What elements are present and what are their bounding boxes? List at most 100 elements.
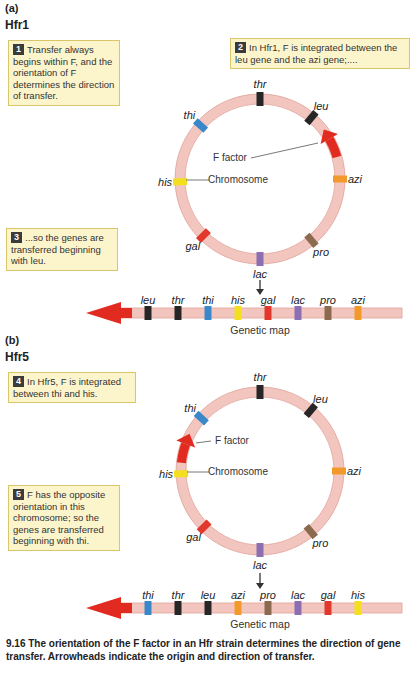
- callout-text: F has the opposite orientation in this c…: [13, 489, 105, 546]
- map-gene-label: pro: [320, 295, 336, 306]
- gene-label: his: [158, 177, 172, 188]
- gene-mark: [257, 385, 264, 399]
- pointer-label: Chromosome: [208, 175, 268, 185]
- gene-mark: [193, 118, 208, 133]
- leader-line: [251, 143, 318, 158]
- gene-label: pro: [312, 538, 328, 549]
- map-gene-mark: [145, 306, 152, 320]
- chromosome-ring: [175, 94, 345, 264]
- gene-label: lac: [253, 269, 267, 280]
- gene-mark: [304, 110, 318, 125]
- map-gene-label: leu: [141, 295, 156, 306]
- map-title: Genetic map: [230, 619, 290, 630]
- callout-box: 3...so the genes are transferred beginni…: [6, 228, 118, 271]
- map-gene-label: his: [231, 295, 245, 306]
- f-factor-segment: [181, 444, 185, 463]
- ring-edge: [185, 104, 335, 254]
- leader-line: [196, 441, 211, 443]
- ring-edge: [176, 387, 344, 555]
- gene-label: thi: [184, 110, 196, 121]
- map-gene-label: pro: [260, 590, 276, 601]
- map-gene-mark: [325, 601, 332, 615]
- gene-label: thi: [184, 403, 196, 414]
- ring-edge: [175, 94, 345, 264]
- map-gene-label: leu: [201, 590, 216, 601]
- callout-box: 5F has the opposite orientation in this …: [8, 485, 120, 551]
- map-gene-mark: [145, 601, 152, 615]
- callout-box: 1Transfer always begins within F, and th…: [8, 40, 120, 106]
- callout-text: In Hfr1, F is integrated between the leu…: [235, 42, 397, 65]
- gene-label: leu: [314, 101, 329, 112]
- gene-label: thr: [254, 372, 267, 383]
- pointer-label: F factor: [213, 153, 247, 163]
- gene-mark: [257, 543, 264, 557]
- map-gene-label: gal: [261, 295, 276, 306]
- down-arrow-shaft: [259, 573, 260, 584]
- gene-label: lac: [253, 560, 267, 571]
- callout-number: 1: [13, 44, 24, 55]
- gene-mark: [304, 403, 318, 418]
- strain-name: Hfr5: [5, 351, 29, 363]
- map-gene-mark: [205, 601, 212, 615]
- gene-mark: [332, 468, 346, 475]
- gene-mark: [257, 252, 264, 266]
- map-gene-label: thi: [142, 590, 154, 601]
- map-title: Genetic map: [230, 325, 290, 336]
- strain-name: Hfr1: [5, 19, 29, 31]
- map-gene-label: azi: [351, 295, 365, 306]
- down-arrow-head: [256, 583, 264, 589]
- map-gene-mark: [265, 306, 272, 320]
- gene-label: pro: [313, 246, 329, 257]
- leader-line: [187, 472, 209, 473]
- gene-label: gal: [185, 241, 200, 252]
- gene-label: his: [159, 469, 173, 480]
- map-gene-label: lac: [291, 295, 305, 306]
- f-factor-segment: [329, 139, 337, 157]
- map-gene-label: thr: [172, 295, 185, 306]
- map-gene-mark: [325, 306, 332, 320]
- callout-box: 4In Hfr5, F is integrated between thi an…: [8, 372, 136, 403]
- gene-mark: [194, 411, 209, 426]
- map-gene-label: gal: [321, 590, 336, 601]
- map-gene-mark: [205, 306, 212, 320]
- leader-line: [186, 180, 209, 181]
- callout-number: 4: [13, 376, 24, 387]
- callout-text: ...so the genes are transferred beginnin…: [11, 232, 104, 266]
- gene-mark: [174, 470, 188, 477]
- map-gene-label: thi: [202, 295, 214, 306]
- gene-mark: [173, 178, 187, 185]
- map-gene-mark: [235, 601, 242, 615]
- callout-text: In Hfr5, F is integrated between thi and…: [13, 376, 121, 399]
- gene-mark: [333, 176, 347, 183]
- callout-box: 2In Hfr1, F is integrated between the le…: [230, 38, 410, 69]
- map-gene-mark: [355, 601, 362, 615]
- map-gene-mark: [235, 306, 242, 320]
- panel-letter: (a): [5, 3, 18, 14]
- down-arrow-shaft: [259, 280, 260, 290]
- gene-label: gal: [186, 532, 201, 543]
- callout-number: 2: [235, 42, 246, 53]
- map-arrowhead: [86, 302, 121, 324]
- map-gene-label: azi: [231, 590, 245, 601]
- callout-number: 5: [13, 489, 24, 500]
- panel-letter: (b): [5, 335, 19, 346]
- pointer-label: F factor: [215, 436, 249, 446]
- figure-caption: 9.16 The orientation of the F factor in …: [6, 638, 411, 663]
- map-arrowhead: [86, 597, 121, 619]
- map-gene-mark: [175, 306, 182, 320]
- map-gene-mark: [265, 601, 272, 615]
- callout-text: Transfer always begins within F, and the…: [13, 44, 114, 101]
- pointer-label: Chromosome: [208, 467, 268, 477]
- map-gene-label: lac: [291, 590, 305, 601]
- map-gene-mark: [175, 601, 182, 615]
- callout-number: 3: [11, 232, 22, 243]
- map-gene-mark: [295, 601, 302, 615]
- f-factor-arrowhead: [321, 129, 338, 144]
- ring-band: [180, 99, 340, 259]
- gene-label: azi: [347, 466, 361, 477]
- gene-mark: [257, 92, 264, 106]
- ring-band: [181, 392, 339, 550]
- f-factor-arrowhead: [176, 434, 195, 448]
- map-gene-label: his: [351, 590, 365, 601]
